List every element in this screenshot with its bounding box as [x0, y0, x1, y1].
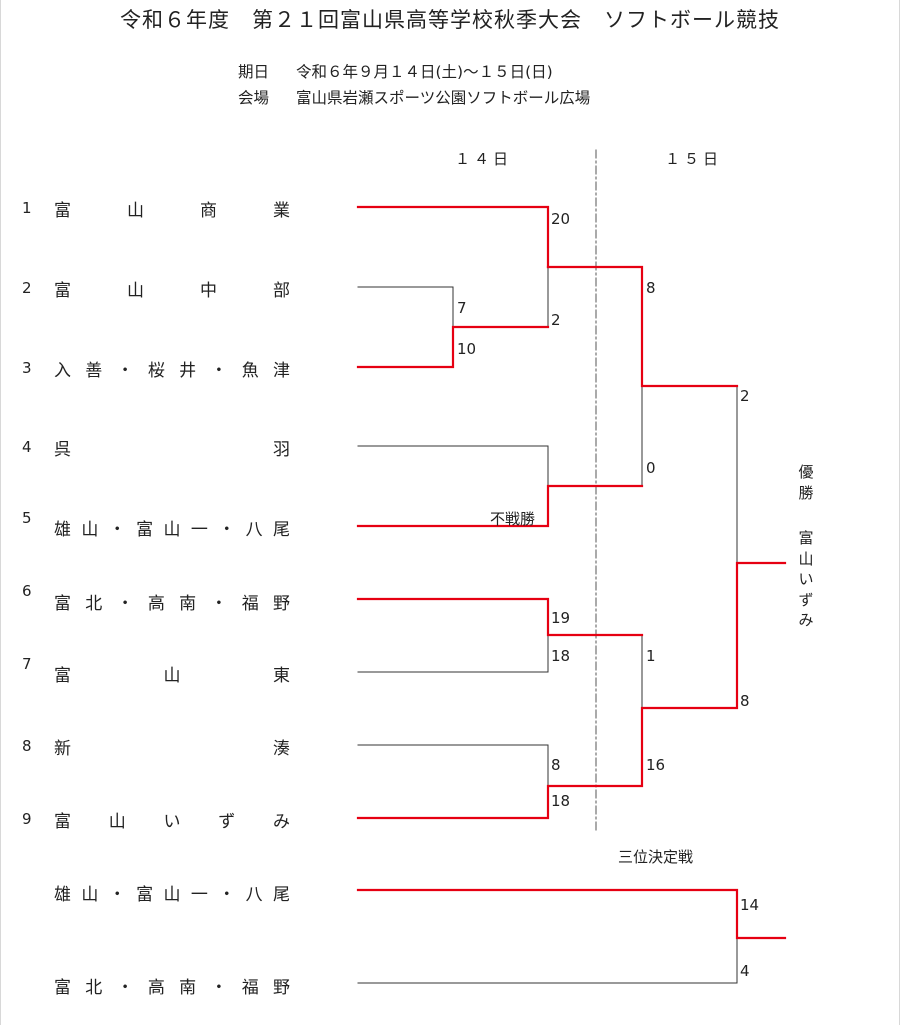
champion-label: 優勝 — [798, 463, 814, 502]
win-team5 — [356, 484, 644, 528]
team-6-name: 富北・高南・福野 — [54, 594, 290, 614]
day2-label: １５日 — [665, 150, 723, 168]
line-team8 — [357, 744, 549, 787]
third-place-team-b: 富北・高南・福野 — [54, 978, 290, 998]
score-final-top: 2 — [740, 387, 750, 405]
score-r1g1-bottom: 2 — [551, 311, 561, 329]
win-team3 — [356, 325, 550, 369]
team-2-name: 富山中部 — [54, 281, 290, 301]
score-r0-bottom: 10 — [457, 340, 477, 358]
score-r1g3-bottom: 18 — [551, 647, 571, 665]
third-place-team-a: 雄山・富山一・八尾 — [54, 885, 290, 905]
seed-1: 1 — [22, 199, 32, 217]
line-team2 — [357, 286, 454, 328]
page-title: 令和６年度 第２１回富山県高等学校秋季大会 ソフトボール競技 — [120, 8, 780, 32]
win-r1g1 — [546, 265, 739, 388]
win-third-place — [356, 888, 787, 940]
seed-5: 5 — [22, 509, 32, 527]
team-7-name: 富山東 — [54, 666, 290, 686]
date-row: 期日 令和６年９月１４日(土)～１５日(日) — [238, 60, 553, 82]
line-third-bottom — [357, 937, 738, 984]
day1-label: １４日 — [455, 150, 513, 168]
score-semi1-top: 8 — [646, 279, 656, 297]
score-third-a: 14 — [740, 896, 760, 914]
score-r1g1-top: 20 — [551, 210, 571, 228]
team-8-name: 新湊 — [54, 739, 290, 759]
date-value: 令和６年９月１４日(土)～１５日(日) — [296, 63, 553, 81]
date-label: 期日 — [238, 63, 270, 81]
score-r1g4-top: 8 — [551, 756, 561, 774]
team-4-name: 呉羽 — [54, 440, 290, 460]
loser-lines — [357, 266, 738, 984]
score-r0-top: 7 — [457, 299, 467, 317]
seed-3: 3 — [22, 359, 32, 377]
score-r1g3-top: 19 — [551, 609, 571, 627]
score-semi2-top: 1 — [646, 647, 656, 665]
seed-6: 6 — [22, 582, 32, 600]
win-team1 — [356, 205, 550, 269]
score-third-b: 4 — [740, 962, 750, 980]
champion-team: 富山いずみ — [798, 529, 814, 629]
walkover-label: 不戦勝 — [490, 510, 536, 528]
venue-row: 会場 富山県岩瀬スポーツ公園ソフトボール広場 — [238, 86, 590, 108]
venue-value: 富山県岩瀬スポーツ公園ソフトボール広場 — [296, 89, 591, 107]
venue-label: 会場 — [238, 89, 270, 107]
winner-lines — [356, 205, 787, 940]
score-r1g4-bottom: 18 — [551, 792, 571, 810]
seed-4: 4 — [22, 438, 32, 456]
team-1-name: 富山商業 — [54, 201, 290, 221]
seed-7: 7 — [22, 655, 32, 673]
win-team9 — [356, 561, 787, 820]
team-3-name: 入善・桜井・魚津 — [54, 361, 290, 381]
seed-9: 9 — [22, 810, 32, 828]
line-team4 — [357, 445, 549, 487]
seed-8: 8 — [22, 737, 32, 755]
seed-2: 2 — [22, 279, 32, 297]
team-5-name: 雄山・富山一・八尾 — [54, 520, 290, 540]
team-9-name: 富山いずみ — [54, 812, 290, 832]
score-final-bottom: 8 — [740, 692, 750, 710]
score-semi1-bottom: 0 — [646, 459, 656, 477]
third-place-title: 三位決定戦 — [618, 848, 694, 866]
score-semi2-bottom: 16 — [646, 756, 666, 774]
win-team6 — [356, 597, 644, 637]
line-team7 — [357, 634, 549, 673]
